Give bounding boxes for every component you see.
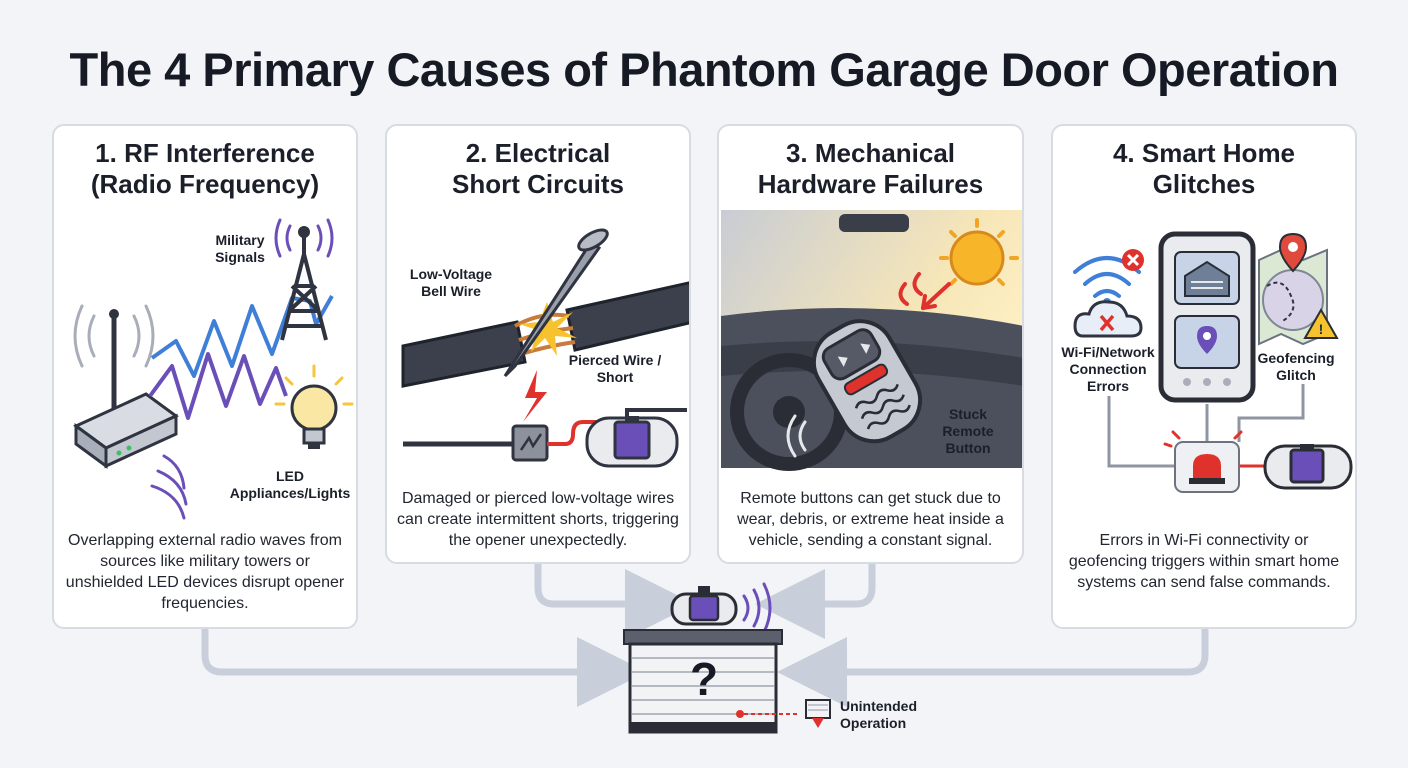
mechanical-failure-illustration — [721, 210, 1022, 471]
label-pierced-wire: Pierced Wire / Short — [568, 352, 662, 385]
smartphone-icon — [1158, 231, 1256, 403]
arrow-card2 — [534, 562, 695, 639]
card-description: Errors in Wi-Fi connectivity or geofenci… — [1068, 532, 1340, 591]
card-title: 2. Electrical Short Circuits — [452, 138, 624, 199]
garage-opener-icon — [585, 416, 679, 468]
card-title: 4. Smart Home Glitches — [1112, 138, 1296, 199]
remote-control-icon — [811, 319, 923, 444]
arrow-card1 — [201, 628, 647, 707]
garage-opener-icon — [1263, 444, 1353, 490]
led-bulb-icon — [274, 364, 354, 449]
page-title: The 4 Primary Causes of Phantom Garage D… — [69, 43, 1339, 96]
router-signal-icon — [73, 304, 155, 368]
garage-door-question-mark: ? — [689, 653, 719, 705]
card-description: Overlapping external radio waves from so… — [65, 532, 345, 612]
label-military-signals: Military Signals — [215, 232, 265, 265]
card-mechanical-failure: 3. Mechanical Hardware Failures — [717, 124, 1024, 564]
military-tower-icon — [280, 226, 328, 341]
smart-home-illustration: ! — [1073, 231, 1353, 493]
card-electrical-short: 2. Electrical Short Circuits Low-Volta — [385, 124, 691, 564]
card-rf-interference: 1. RF Interference (Radio Frequency) — [52, 124, 358, 629]
electrical-short-illustration — [401, 228, 689, 468]
bell-wire-icon — [401, 281, 689, 388]
label-led-appliances: LED Appliances/Lights — [229, 468, 351, 501]
card-description: Damaged or pierced low-voltage wires can… — [397, 490, 679, 549]
junction-box-icon — [511, 424, 549, 462]
lightning-icon — [523, 370, 547, 422]
heat-arrow-icon — [898, 272, 951, 310]
label-bell-wire: Low-Voltage Bell Wire — [409, 266, 493, 299]
purple-signal-icon — [150, 454, 188, 520]
network-lines — [1107, 384, 1305, 468]
nail-icon — [503, 228, 609, 378]
purple-wave — [148, 352, 288, 420]
svg-text:!: ! — [1319, 321, 1324, 337]
label-stuck-button: Stuck Remote Button — [942, 406, 994, 456]
card-title: 1. RF Interference (Radio Frequency) — [90, 138, 320, 199]
rf-interference-illustration — [73, 218, 354, 520]
alarm-hub-icon — [1163, 430, 1243, 493]
wifi-cloud-icon — [1073, 249, 1144, 338]
arrow-card3 — [755, 562, 876, 639]
spark-icon — [519, 302, 577, 356]
card-description: Remote buttons can get stuck due to wear… — [737, 490, 1004, 549]
router-icon — [73, 309, 179, 469]
card-smart-home: 4. Smart Home Glitches — [1051, 124, 1357, 629]
blue-wave — [150, 295, 334, 378]
arrow-card4 — [777, 628, 1209, 707]
card-title: 3. Mechanical Hardware Failures — [757, 138, 984, 199]
sun-icon — [939, 218, 1019, 286]
label-geofencing-glitch: Geofencing Glitch — [1257, 350, 1335, 383]
tower-signal-icon — [274, 218, 334, 258]
remote-signal-icon — [786, 414, 807, 458]
map-geofence-icon: ! — [1258, 232, 1339, 346]
label-wifi-errors: Wi-Fi/Network Connection Errors — [1061, 344, 1155, 394]
label-unintended-operation: Unintended Operation — [840, 698, 917, 731]
